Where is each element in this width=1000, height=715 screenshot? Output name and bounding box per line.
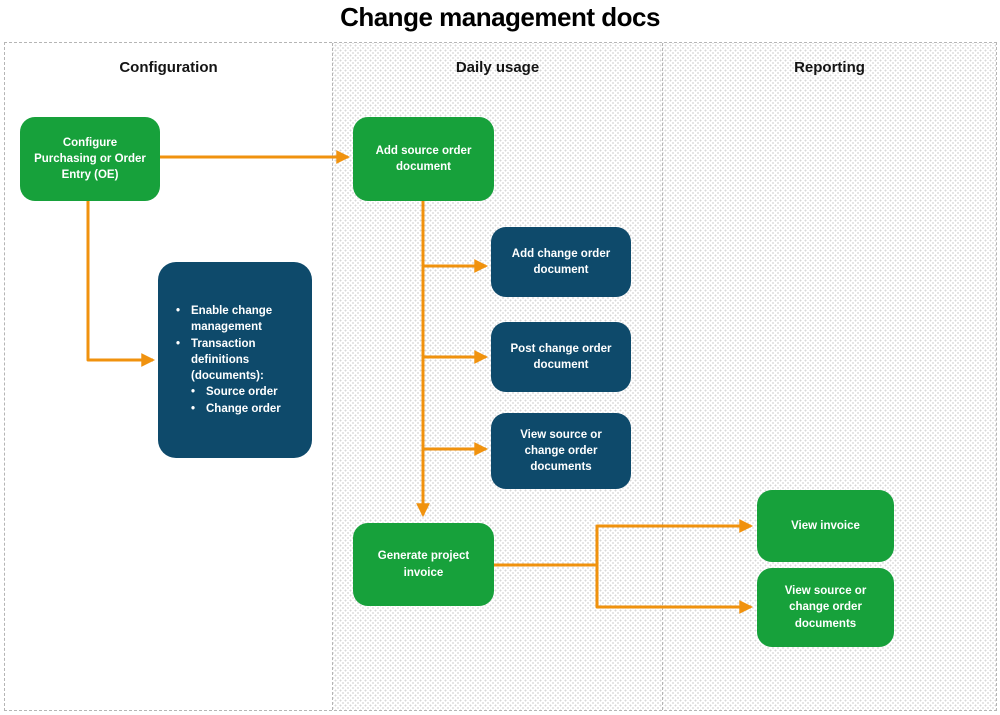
node-label: Add change order document [511,247,611,276]
column-header-reporting: Reporting [794,59,865,76]
bullet-marker: • [191,402,196,415]
list-item: • Transaction definitions (documents): [176,336,302,385]
config-details-list: • Enable change management • Transaction… [176,303,302,417]
node-generate-project-invoice: Generate project invoice [353,523,494,606]
diagram-title: Change management docs [340,2,660,32]
node-label: Configure Purchasing or Order Entry (OE) [34,136,146,182]
node-label: Generate project invoice [377,550,470,579]
node-add-source-order: Add source order document [353,117,494,201]
node-label: View source or change order documents [520,428,602,474]
column-header-daily-usage: Daily usage [455,59,540,76]
column-header-configuration: Configuration [119,59,218,76]
bullet-marker: • [176,337,181,350]
list-item: • Enable change management [176,303,302,336]
bullet-marker: • [191,386,196,399]
list-subitem: • Change order [191,401,302,417]
node-add-change-order: Add change order document [491,227,631,297]
node-post-change-order: Post change order document [491,322,631,392]
list-item-text: Transaction definitions (documents): [191,337,264,383]
node-configure-purchasing-oe: Configure Purchasing or Order Entry (OE) [20,117,160,201]
node-label: Post change order document [510,342,612,371]
list-item-text: Change order [206,402,281,415]
node-view-invoice: View invoice [757,490,894,562]
bullet-marker: • [176,304,181,317]
node-configuration-details: • Enable change management • Transaction… [158,262,312,458]
node-label: View invoice [791,519,860,532]
node-view-source-or-change-docs-report: View source or change order documents [757,568,894,647]
list-item-text: Source order [206,386,278,399]
node-view-source-or-change-docs: View source or change order documents [491,413,631,489]
node-label: View source or change order documents [784,585,867,630]
node-label: Add source order document [375,144,472,173]
list-subitem: • Source order [191,384,302,400]
list-item-text: Enable change management [191,304,273,334]
